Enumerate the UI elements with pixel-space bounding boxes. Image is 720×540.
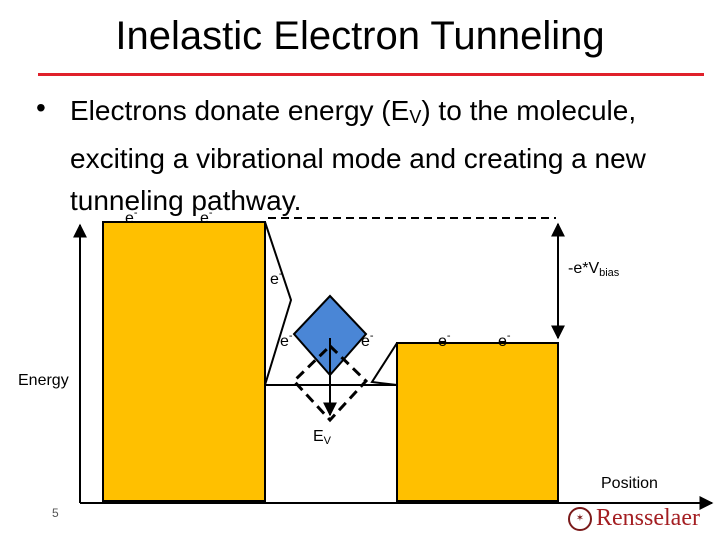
electron-label: e- [270, 268, 283, 288]
electron-label: e- [361, 330, 374, 350]
electron-label: e- [438, 330, 451, 350]
logo-wordmark: Rensselaer [596, 505, 700, 531]
electron-label: e- [200, 207, 213, 227]
inelastic-pathway [291, 343, 369, 423]
seal-icon: ✶ [568, 506, 592, 531]
bullet-text-post: ) to the molecule, exciting a vibrationa… [70, 95, 646, 216]
bullet-text-pre: Electrons donate energy (E [70, 95, 410, 126]
bullet-text: Electrons donate energy (EV) to the mole… [70, 90, 710, 222]
bias-label: -e*Vbias [568, 260, 620, 279]
left-lead [102, 221, 266, 502]
electron-label: e- [280, 330, 293, 350]
ev-label: EV [313, 428, 332, 447]
position-axis-label: Position [601, 475, 658, 492]
bullet-text-sub: V [409, 107, 422, 127]
barrier-right-edge [370, 342, 398, 386]
right-lead [396, 342, 559, 502]
electron-label: e- [125, 207, 138, 227]
energy-axis-label: Energy [18, 372, 69, 389]
barrier-left-edge [264, 221, 293, 386]
bullet-marker: • [36, 92, 46, 123]
slide-title: Inelastic Electron Tunneling [115, 14, 605, 58]
title-rule [38, 73, 704, 76]
electron-label: e- [498, 330, 511, 350]
page-number: 5 [52, 506, 59, 520]
rensselaer-logo: ✶ Rensselaer [568, 505, 700, 532]
